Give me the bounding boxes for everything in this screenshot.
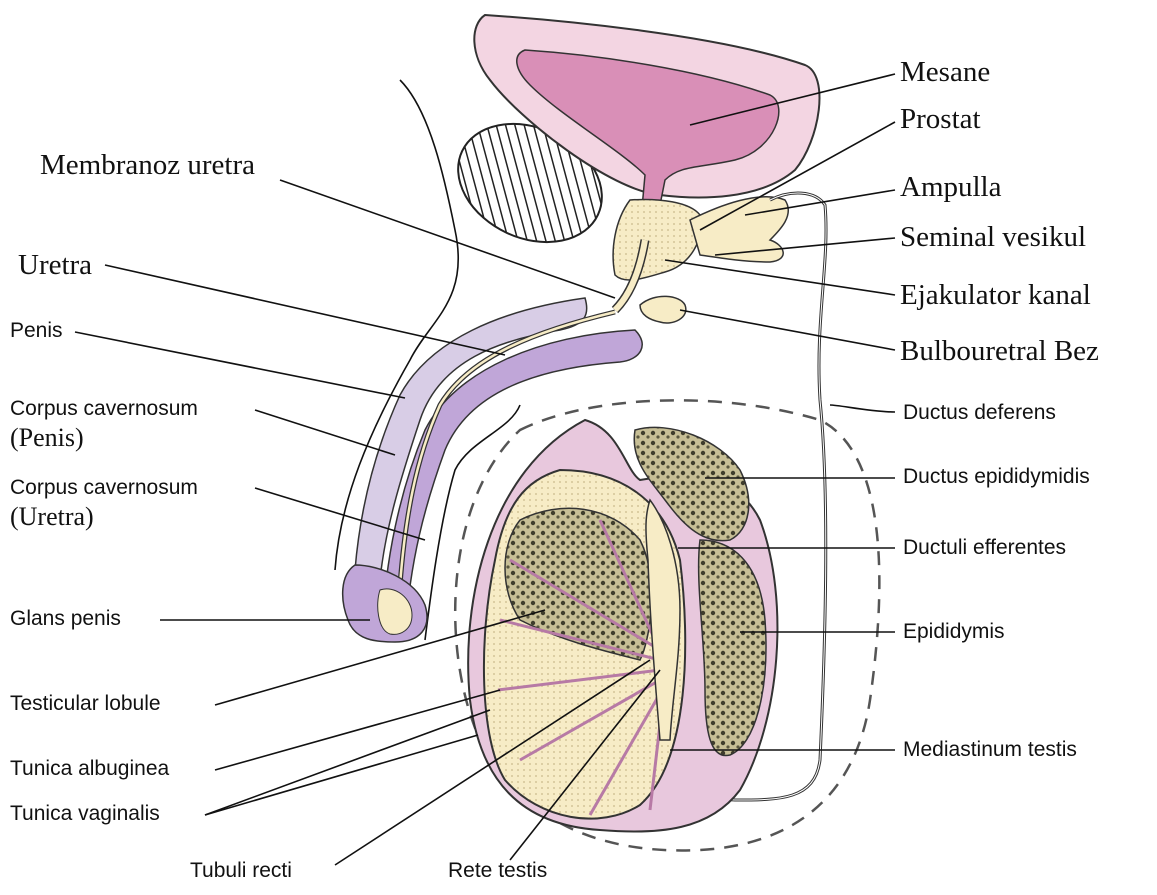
label-glans-penis: Glans penis [10, 608, 121, 630]
label-mediastinum-testis: Mediastinum testis [903, 739, 1077, 761]
label-penis: Penis [10, 320, 63, 342]
label-membranoz-uretra: Membranoz uretra [40, 150, 255, 180]
label-ductus-deferens: Ductus deferens [903, 402, 1056, 424]
label-prostat: Prostat [900, 104, 981, 134]
label-uretra: Uretra [18, 250, 92, 280]
label-epididymis: Epididymis [903, 621, 1005, 643]
label-tunica-vaginalis: Tunica vaginalis [10, 803, 160, 825]
label-bulbouretral-bez: Bulbouretral Bez [900, 336, 1099, 366]
label-corpus-cavernosum-uretra-2: (Uretra) [10, 503, 94, 530]
label-corpus-cavernosum-penis-2: (Penis) [10, 424, 84, 451]
label-ampulla: Ampulla [900, 172, 1002, 202]
label-ejakulator-kanal: Ejakulator kanal [900, 280, 1091, 310]
label-corpus-cavernosum-uretra-1: Corpus cavernosum [10, 477, 198, 499]
label-corpus-cavernosum-penis-1: Corpus cavernosum [10, 398, 198, 420]
label-ductuli-efferentes: Ductuli efferentes [903, 537, 1066, 559]
label-ductus-epididymidis: Ductus epididymidis [903, 466, 1090, 488]
bulbourethral-gland [640, 296, 686, 323]
label-tunica-albuginea: Tunica albuginea [10, 758, 169, 780]
label-tubuli-recti: Tubuli recti [190, 860, 292, 882]
label-seminal-vesikul: Seminal vesikul [900, 222, 1086, 252]
label-rete-testis: Rete testis [448, 860, 547, 882]
label-mesane: Mesane [900, 57, 990, 87]
prostate [613, 200, 701, 281]
label-testicular-lobule: Testicular lobule [10, 693, 161, 715]
